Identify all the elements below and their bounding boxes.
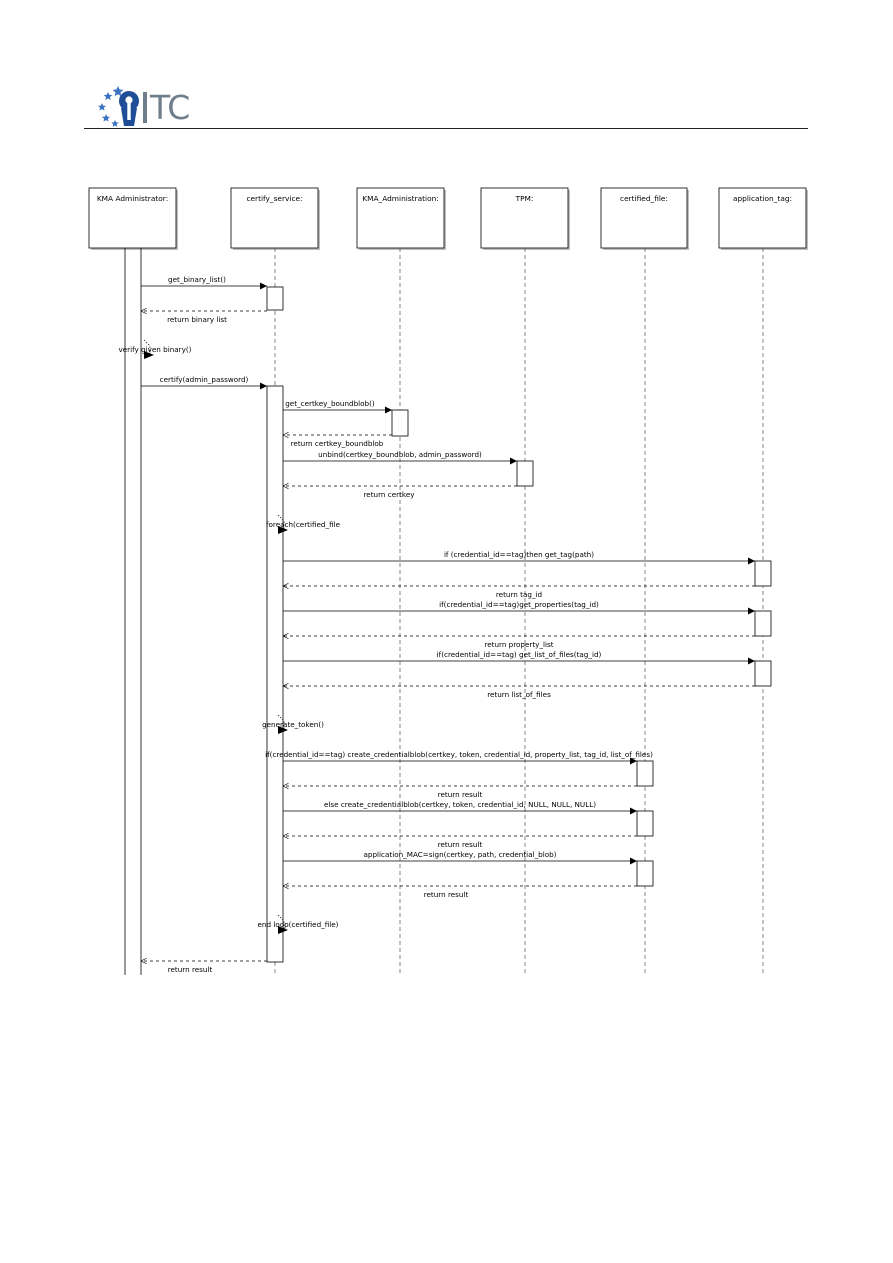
activation-bar [636, 860, 654, 887]
self-message-loop [277, 514, 285, 531]
message-label: return list_of_files [487, 690, 551, 699]
participant-label: application_tag: [733, 194, 792, 203]
message-label: return property_list [484, 640, 553, 649]
activation-bar [266, 385, 284, 963]
message-label: if(credential_id==tag) create_credential… [265, 750, 653, 759]
activation-bar [516, 460, 534, 487]
participant-box [480, 187, 569, 249]
page-header: TC [0, 0, 893, 140]
activation-bar [754, 610, 772, 637]
message-label: return certkey_boundblob [291, 439, 384, 448]
participant-label: KMA Administrator: [97, 194, 168, 203]
self-message-loop [277, 714, 285, 731]
participant-box [600, 187, 688, 249]
self-message-loop [143, 339, 151, 356]
participant-box [718, 187, 807, 249]
message-label: unbind(certkey_boundblob, admin_password… [318, 450, 482, 459]
message-label: return certkey [364, 490, 416, 499]
message-label: return result [168, 965, 213, 974]
participant-box [356, 187, 445, 249]
self-message-loop [277, 914, 285, 931]
message-label: if (credential_id==tag)then get_tag(path… [444, 550, 594, 559]
participant-box [88, 187, 177, 249]
self-message-arrowhead [278, 726, 288, 734]
participant-label: TPM: [515, 194, 534, 203]
activation-bar [754, 660, 772, 687]
header-divider [84, 128, 808, 129]
message-label: else create_credentialblob(certkey, toke… [324, 800, 596, 809]
participant-label: KMA_Administration: [362, 194, 439, 203]
message-label: return result [438, 790, 483, 799]
message-label: application_MAC=sign(certkey, path, cred… [364, 850, 557, 859]
message-label: return tag_id [496, 590, 542, 599]
message-label: generate_token() [262, 720, 324, 729]
self-message-arrowhead [144, 351, 154, 359]
messages: get_binary_list()return binary list verif… [119, 275, 755, 974]
message-label: if(credential_id==tag) get_list_of_files… [437, 650, 602, 659]
participant-box [230, 187, 319, 249]
message-label: certify(admin_password) [160, 375, 249, 384]
itc-logo-icon [98, 86, 147, 127]
activation-bar [391, 409, 409, 437]
message-label: return result [424, 890, 469, 899]
message-label: foreach(certified_file [266, 520, 341, 529]
message-label: end loop(certified_file) [258, 920, 339, 929]
participant-label: certify_service: [246, 194, 302, 203]
message-label: verify given binary() [119, 345, 192, 354]
message-label: return binary list [167, 315, 227, 324]
logo-text: TC [150, 88, 190, 127]
message-label: get_binary_list() [168, 275, 226, 284]
lifelines [124, 248, 764, 975]
message-label: if(credential_id==tag)get_properties(tag… [439, 600, 599, 609]
self-message-arrowhead [278, 526, 288, 534]
participant-label: certified_file: [620, 194, 668, 203]
message-label: get_certkey_boundblob() [285, 399, 375, 408]
activation-bar [636, 760, 654, 787]
activation-bar [754, 560, 772, 587]
activation-bar [266, 286, 284, 311]
participants: KMA Administrator: certify_service: KMA_Ad… [88, 187, 808, 250]
activation-bar [636, 810, 654, 837]
self-message-arrowhead [278, 926, 288, 934]
message-label: return result [438, 840, 483, 849]
